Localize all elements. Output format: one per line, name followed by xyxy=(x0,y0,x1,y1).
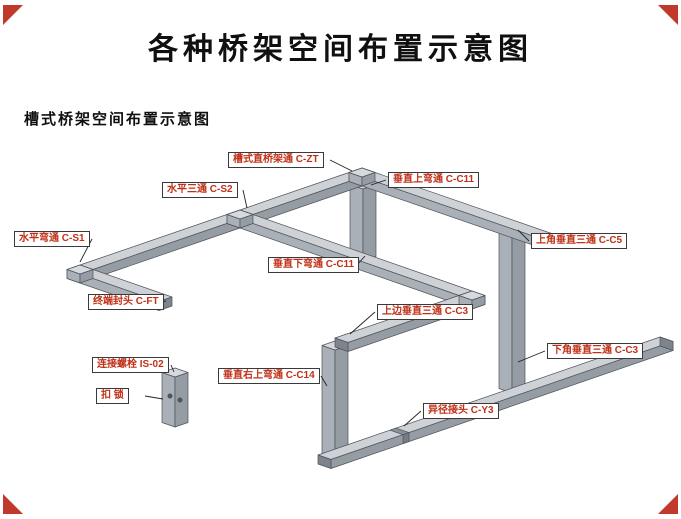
tray-run-bottom xyxy=(317,336,674,469)
bolt-icon xyxy=(177,397,183,403)
section-subtitle: 槽式桥架空间布置示意图 xyxy=(24,111,212,128)
watermark-corner-icon xyxy=(658,5,678,25)
part-label-cc3-upper: 上边垂直三通 C-C3 xyxy=(377,304,474,320)
bolt-icon xyxy=(167,393,173,399)
tray-corner-cs1 xyxy=(66,264,94,284)
tray-riser-right xyxy=(498,222,526,394)
watermark-corner-icon xyxy=(3,494,23,514)
part-label-cc11-down: 垂直下弯通 C-C11 xyxy=(268,257,360,273)
part-label-lock: 扣 锁 xyxy=(96,388,129,404)
part-label-is02: 连接螺栓 IS-02 xyxy=(92,357,169,373)
reducer-joint xyxy=(402,432,410,445)
part-label-cs2: 水平三通 C-S2 xyxy=(162,182,238,198)
part-label-cc3-lower: 下角垂直三通 C-C3 xyxy=(547,343,644,359)
watermark-corner-icon xyxy=(3,5,23,25)
part-label-cc5: 上角垂直三通 C-C5 xyxy=(531,233,628,249)
watermark-corner-icon xyxy=(658,494,678,514)
part-label-cs1: 水平弯通 C-S1 xyxy=(14,231,90,247)
part-label-czt: 槽式直桥架通 C-ZT xyxy=(228,152,324,168)
part-label-cft: 终端封头 C-FT xyxy=(88,294,164,310)
tray-corner-apex xyxy=(348,167,376,187)
page-title: 各种桥架空间布置示意图 xyxy=(148,33,533,66)
tray-tee-cs2 xyxy=(226,209,254,229)
part-label-cy3: 异径接头 C-Y3 xyxy=(423,403,499,419)
part-label-cc14: 垂直右上弯通 C-C14 xyxy=(218,368,320,384)
tray-stub-bolted xyxy=(161,367,189,428)
part-label-cc11-up: 垂直上弯通 C-C11 xyxy=(388,172,480,188)
tray-riser-middle xyxy=(349,179,377,262)
tray-column-center xyxy=(321,340,349,459)
